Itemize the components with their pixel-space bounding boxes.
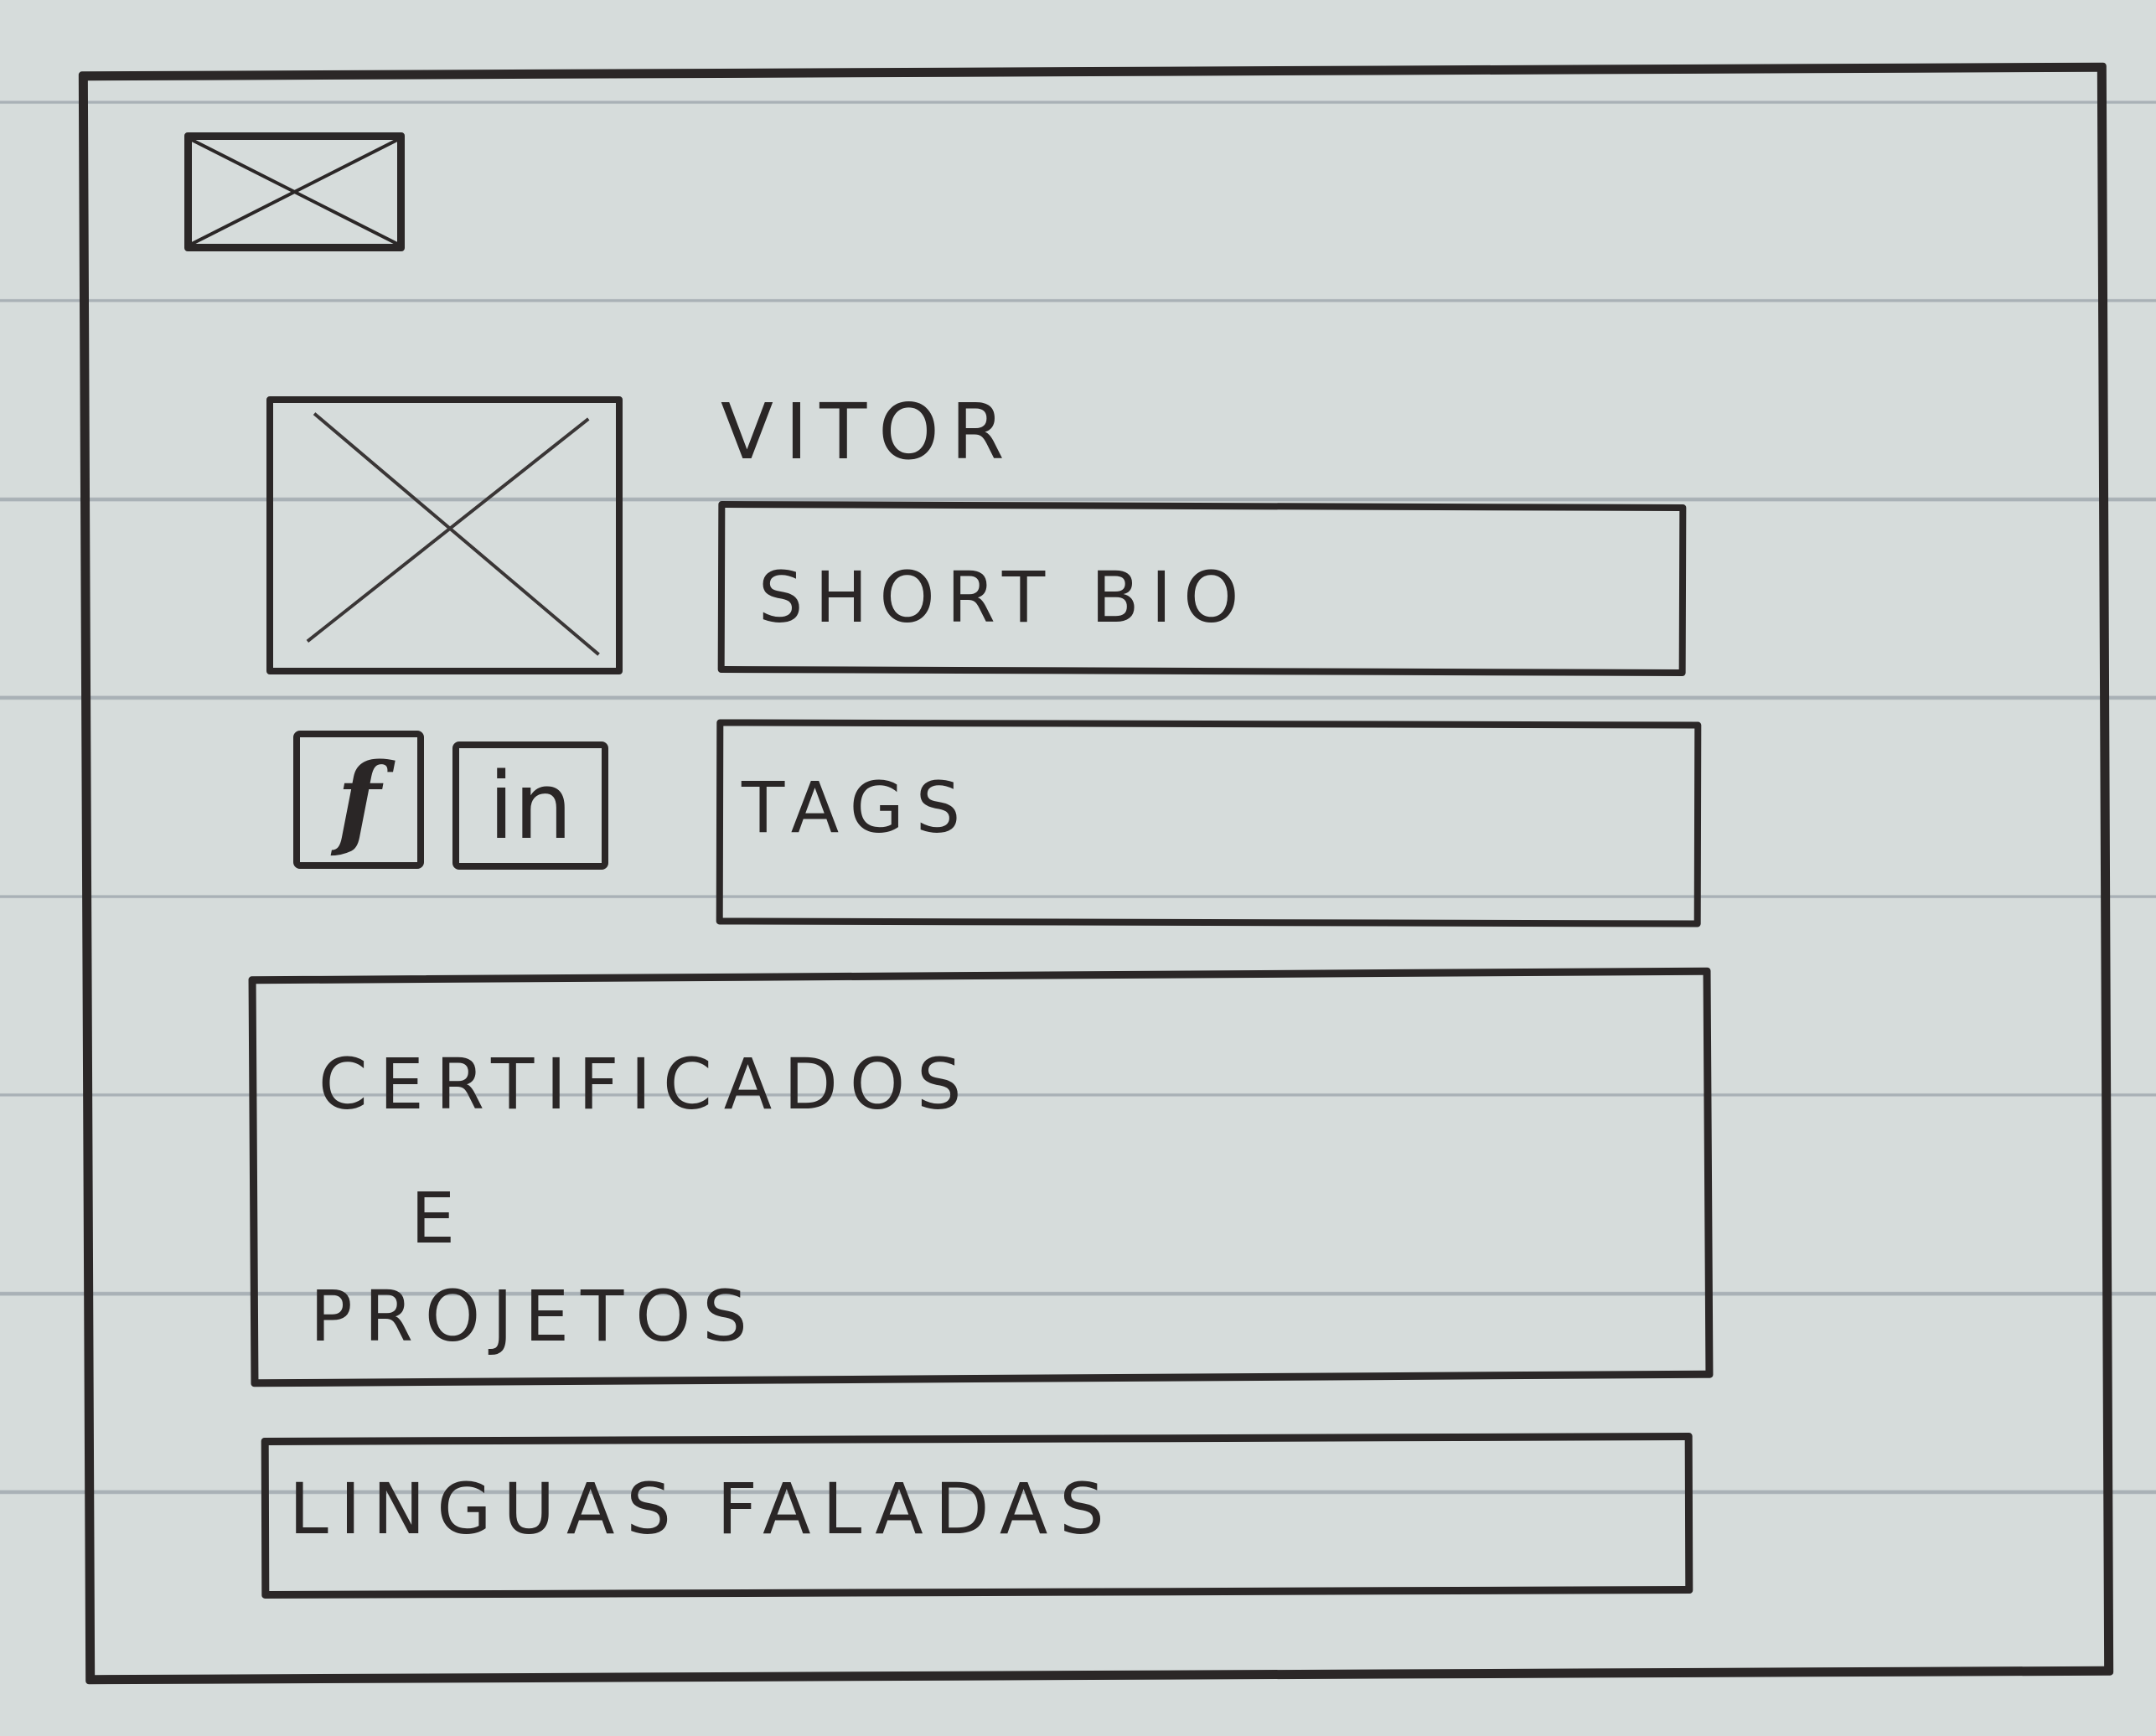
projects-label: PROJETOS	[310, 1275, 759, 1357]
certificates-label: CERTIFICADOS	[318, 1043, 974, 1125]
linkedin-icon: in	[488, 752, 573, 860]
avatar-image-placeholder-icon[interactable]	[266, 396, 623, 674]
logo-image-placeholder-icon[interactable]	[184, 132, 405, 251]
avatar-cross-icon	[273, 403, 616, 668]
facebook-icon: f	[336, 739, 381, 860]
facebook-button[interactable]: f	[293, 731, 424, 869]
profile-name: VITOR	[721, 387, 1016, 477]
short-bio-label: SHORT BIO	[758, 556, 1251, 638]
spoken-languages-label: LINGUAS FALADAS	[289, 1468, 1116, 1550]
certificates-conjunction: E	[411, 1177, 468, 1259]
linkedin-button[interactable]: in	[452, 741, 608, 870]
logo-cross-icon	[192, 140, 397, 244]
tags-label: TAGS	[742, 767, 973, 849]
